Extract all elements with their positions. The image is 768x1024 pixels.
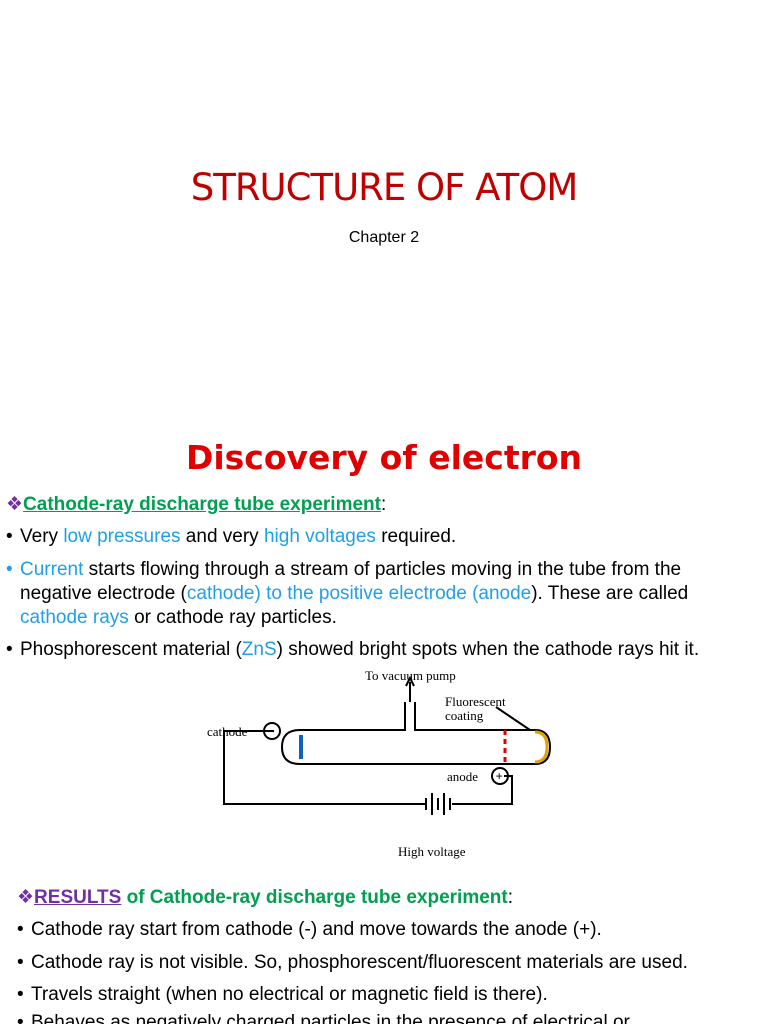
bullet-dot: • bbox=[17, 919, 24, 940]
bullet-dot: • bbox=[6, 526, 13, 547]
section-heading: Discovery of electron bbox=[185, 438, 583, 477]
experiment-title: Cathode-ray discharge tube experiment bbox=[23, 494, 381, 515]
results-item: • Cathode ray start from cathode (-) and … bbox=[17, 918, 602, 942]
highlight-text: ZnS bbox=[241, 639, 277, 660]
results-title: of Cathode-ray discharge tube experiment bbox=[121, 887, 508, 908]
bullet-dot: • bbox=[17, 952, 24, 973]
results-item-text: Cathode ray start from cathode (-) and m… bbox=[31, 919, 602, 940]
bullet-dot: • bbox=[6, 639, 13, 660]
voltage-label: High voltage bbox=[398, 844, 466, 859]
minus-icon: − bbox=[268, 724, 275, 739]
text: and very bbox=[180, 526, 264, 547]
bullet-current-line3: cathode rays or cathode ray particles. bbox=[20, 606, 337, 630]
results-item-text: Cathode ray is not visible. So, phosphor… bbox=[31, 952, 688, 973]
tube-top-outline bbox=[300, 702, 535, 731]
bullet-phosphorescent: • Phosphorescent material (ZnS) showed br… bbox=[6, 638, 699, 662]
highlight-text: Current bbox=[20, 559, 84, 580]
text: or cathode ray particles. bbox=[128, 607, 337, 628]
pump-arrow-head bbox=[405, 675, 415, 687]
text: ) showed bright spots when the cathode r… bbox=[276, 639, 700, 660]
diamond-bullet-icon: ❖ bbox=[6, 494, 24, 515]
highlight-text: cathode rays bbox=[20, 607, 129, 628]
highlight-text: low pressures bbox=[63, 526, 181, 547]
coating-label-line2: coating bbox=[445, 708, 484, 723]
slide-title: STRUCTURE OF ATOM bbox=[190, 166, 579, 209]
coating-pointer bbox=[495, 706, 531, 731]
cathode-wire bbox=[223, 730, 426, 805]
cathode-terminal bbox=[263, 722, 281, 740]
highlight-text: cathode) to the positive electrode (anod… bbox=[186, 583, 532, 604]
results-item: • Travels straight (when no electrical or… bbox=[17, 983, 548, 1007]
results-item-text: Travels straight (when no electrical or … bbox=[31, 984, 548, 1005]
text: required. bbox=[375, 526, 457, 547]
cathode-ray-tube-diagram: To vacuum pump Fluorescent coating catho… bbox=[207, 668, 552, 859]
results-colon: : bbox=[507, 887, 514, 908]
slide-subtitle: Chapter 2 bbox=[348, 229, 420, 246]
pump-label: To vacuum pump bbox=[365, 668, 456, 683]
text: Phosphorescent material ( bbox=[20, 639, 242, 660]
experiment-title-colon: : bbox=[380, 494, 387, 515]
results-item-cutoff: •Behaves as negatively charged particles… bbox=[0, 1014, 768, 1024]
bullet-dot: • bbox=[17, 984, 24, 1005]
bullet-current-line2: negative electrode (cathode) to the posi… bbox=[20, 582, 688, 606]
plus-icon: + bbox=[496, 769, 503, 784]
anode-label: anode bbox=[447, 769, 478, 784]
text: Very bbox=[20, 526, 64, 547]
results-keyword: RESULTS bbox=[34, 887, 122, 908]
cathode-label: cathode bbox=[207, 724, 248, 739]
results-title-line: ❖RESULTS of Cathode-ray discharge tube e… bbox=[17, 886, 513, 910]
results-item-text: Behaves as negatively charged particles … bbox=[31, 1014, 630, 1024]
bullet-current: • Current starts flowing through a stream… bbox=[6, 558, 681, 582]
coating-label-line1: Fluorescent bbox=[445, 694, 506, 709]
bullet-dot: • bbox=[17, 1014, 31, 1024]
bullet-dot: • bbox=[6, 559, 13, 580]
results-item: • Cathode ray is not visible. So, phospho… bbox=[17, 951, 688, 975]
text: starts flowing through a stream of parti… bbox=[83, 559, 682, 580]
text: negative electrode ( bbox=[20, 583, 187, 604]
anode-terminal bbox=[491, 767, 509, 785]
text: ). These are called bbox=[531, 583, 689, 604]
bullet-pressure: • Very low pressures and very high voltag… bbox=[6, 525, 456, 549]
tube-end-outline bbox=[534, 729, 552, 765]
experiment-title-line: ❖Cathode-ray discharge tube experiment: bbox=[6, 493, 386, 517]
fluorescent-coating bbox=[534, 730, 549, 764]
diamond-bullet-icon: ❖ bbox=[17, 887, 35, 908]
tube-bottom-outline bbox=[280, 729, 535, 765]
highlight-text: high voltages bbox=[263, 526, 376, 547]
